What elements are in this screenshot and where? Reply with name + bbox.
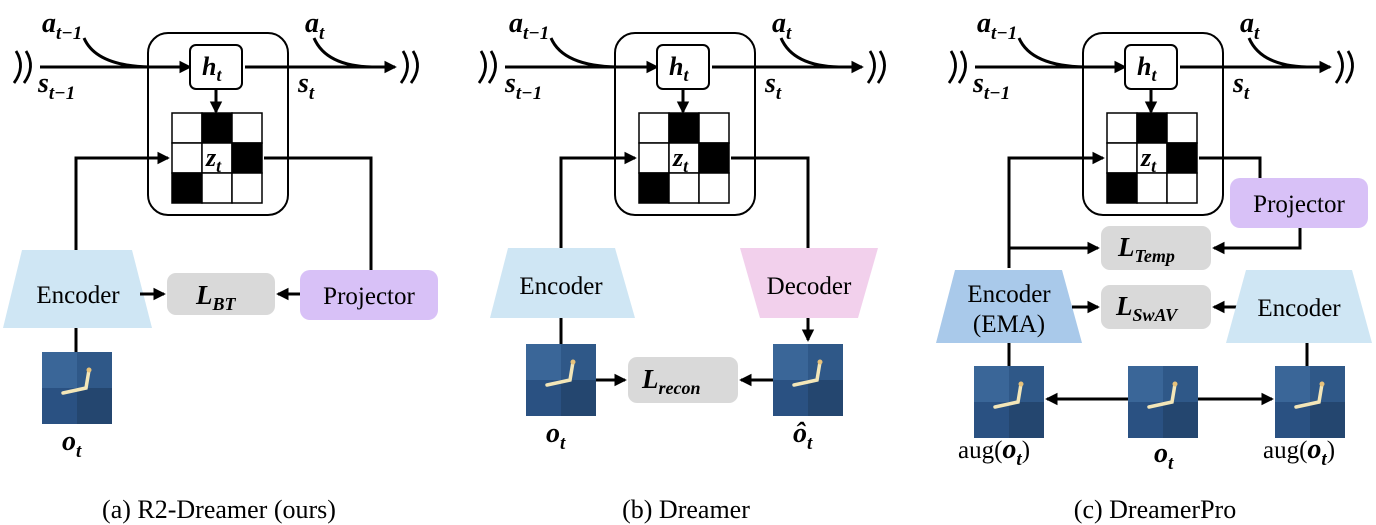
z-label: zt — [672, 143, 689, 176]
decoder-block — [740, 248, 878, 318]
action-cur-label: at — [1240, 8, 1260, 44]
encoder-block — [1226, 270, 1372, 343]
state-cur-label: st — [297, 68, 315, 104]
panel-a-caption: (a) R2-Dreamer (ours) — [102, 495, 336, 524]
z-grid — [171, 112, 263, 204]
encoder-block — [3, 250, 152, 328]
action-prev-curve — [82, 37, 151, 69]
z-grid — [1106, 112, 1198, 204]
loss-temp-label: LTemp — [1117, 232, 1175, 266]
loss-recon-label: Lrecon — [641, 364, 701, 398]
action-prev-curve — [1017, 37, 1086, 69]
z-grid — [638, 112, 730, 204]
aug-left-thumbnail — [974, 366, 1044, 438]
action-cur-curve — [1247, 37, 1308, 69]
encoder-block — [490, 248, 635, 318]
reconstruction-thumbnail — [773, 344, 843, 416]
loss-bt-box — [167, 273, 275, 315]
panel-b: at−1 st−1 at st ht zt Encoder Decoder — [477, 8, 886, 524]
obs-label: ot — [1154, 438, 1174, 474]
action-cur-curve — [312, 37, 373, 69]
encoder-to-z-arrow — [74, 151, 170, 250]
action-cur-curve — [779, 37, 840, 69]
action-prev-label: at−1 — [509, 8, 549, 44]
h-label: ht — [202, 52, 222, 85]
decoder-label: Decoder — [767, 273, 852, 300]
action-prev-label: at−1 — [977, 8, 1017, 44]
encoder-ema-label: Encoder — [967, 281, 1051, 308]
break-mark-icon — [399, 49, 419, 85]
projector-block — [1230, 178, 1368, 228]
obs-hat-label: ôt — [793, 418, 813, 454]
aug-right-label: aug(ot) — [1263, 434, 1335, 470]
observation-thumbnail — [526, 344, 596, 416]
action-prev-label: at−1 — [42, 8, 82, 44]
state-cur-label: st — [1232, 68, 1250, 104]
aug-left-label: aug(ot) — [958, 434, 1030, 470]
panel-c-caption: (c) DreamerPro — [1074, 495, 1236, 524]
projector-block — [300, 270, 438, 320]
panel-a: at−1 st−1 at st ht zt Encoder LBT — [3, 8, 438, 524]
observation-thumbnail — [42, 352, 112, 424]
z-label: zt — [1140, 143, 1157, 176]
break-mark-icon — [947, 49, 967, 85]
action-cur-label: at — [772, 8, 792, 44]
panel-b-caption: (b) Dreamer — [622, 495, 750, 524]
obs-label: ot — [546, 418, 566, 454]
projector-label: Projector — [1253, 191, 1345, 218]
state-prev-label: st−1 — [37, 68, 75, 104]
encoder-ema-sublabel: (EMA) — [973, 311, 1045, 338]
loss-temp-box — [1101, 226, 1211, 270]
z-to-decoder-wire — [731, 156, 810, 248]
encoder-label: Encoder — [519, 273, 603, 300]
encoder-ema-block — [936, 270, 1082, 343]
encoder-to-z-arrow — [1007, 151, 1105, 268]
rssm-container — [147, 32, 289, 216]
encoder-label: Encoder — [1257, 295, 1341, 322]
aug-right-thumbnail — [1275, 366, 1345, 438]
z-to-projector-wire — [264, 156, 373, 270]
loss-swav-box — [1101, 285, 1211, 329]
h-label: ht — [1137, 52, 1157, 85]
encoder-to-z-arrow — [559, 151, 637, 248]
break-mark-icon — [866, 49, 886, 85]
state-prev-label: st−1 — [504, 68, 542, 104]
state-prev-label: st−1 — [972, 68, 1010, 104]
action-prev-curve — [549, 37, 618, 69]
h-label: ht — [669, 52, 689, 85]
loss-recon-box — [628, 357, 738, 403]
break-mark-icon — [12, 49, 32, 85]
rssm-container — [1082, 32, 1224, 216]
projector-to-temp-arrow — [1212, 226, 1302, 255]
break-mark-icon — [477, 49, 497, 85]
state-cur-label: st — [764, 68, 782, 104]
observation-thumbnail — [1128, 366, 1198, 438]
loss-bt-label: LBT — [195, 280, 237, 314]
obs-label: ot — [62, 426, 82, 462]
break-mark-icon — [1334, 49, 1354, 85]
z-to-projector-wire — [1199, 156, 1262, 178]
z-label: zt — [205, 143, 222, 176]
encoder-label: Encoder — [36, 282, 120, 309]
projector-label: Projector — [323, 283, 415, 310]
loss-swav-label: LSwAV — [1115, 291, 1179, 325]
panel-c: at−1 st−1 at st ht zt Projector LT — [936, 8, 1372, 524]
action-cur-label: at — [305, 8, 325, 44]
rssm-container — [614, 32, 756, 216]
